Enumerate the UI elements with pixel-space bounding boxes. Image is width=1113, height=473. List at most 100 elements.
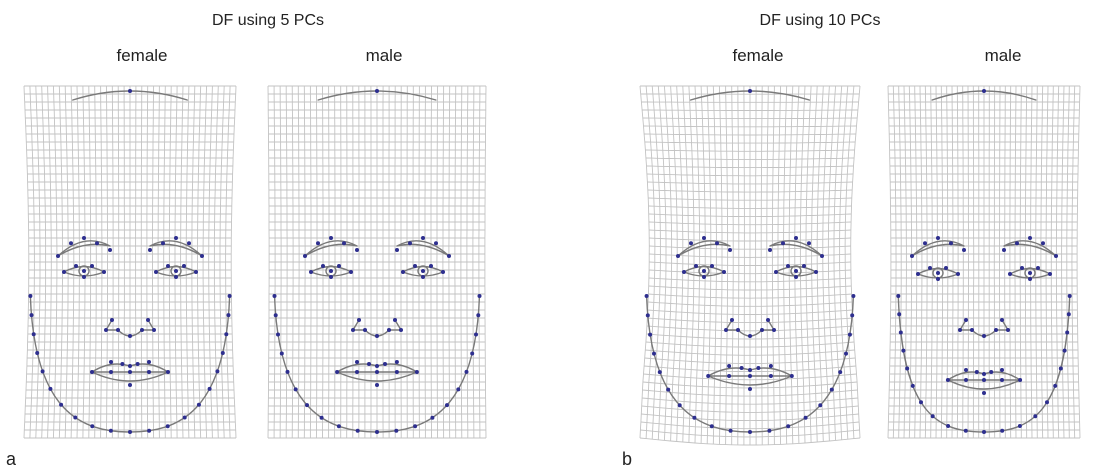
landmark-point bbox=[335, 370, 340, 374]
landmark-point bbox=[148, 248, 152, 252]
landmark-point bbox=[989, 370, 994, 374]
landmark-point bbox=[220, 351, 225, 355]
landmark-point bbox=[413, 424, 418, 429]
landmark-point bbox=[1017, 424, 1022, 428]
landmark-point bbox=[329, 236, 333, 240]
landmark-point bbox=[59, 402, 64, 407]
landmark-point bbox=[305, 403, 309, 408]
landmark-point bbox=[958, 328, 962, 332]
landmark-point bbox=[421, 236, 425, 240]
landmark-point bbox=[430, 415, 435, 420]
landmark-point bbox=[919, 400, 923, 405]
landmark-point bbox=[102, 270, 106, 274]
landmark-point bbox=[748, 374, 752, 378]
landmark-point bbox=[794, 269, 798, 273]
landmark-point bbox=[772, 328, 776, 332]
landmark-point bbox=[146, 318, 150, 322]
landmark-point bbox=[196, 402, 201, 407]
landmark-point bbox=[774, 270, 778, 274]
landmark-point bbox=[147, 428, 152, 433]
landmark-point bbox=[794, 275, 798, 279]
landmark-point bbox=[689, 241, 693, 246]
landmark-point bbox=[748, 368, 752, 372]
landmark-point bbox=[916, 272, 920, 276]
panel-b-male-label: male bbox=[984, 46, 1022, 65]
landmark-point bbox=[152, 328, 156, 332]
landmark-point bbox=[303, 254, 307, 258]
landmark-point bbox=[727, 374, 732, 378]
landmark-point bbox=[722, 270, 726, 274]
landmark-point bbox=[279, 351, 284, 356]
landmark-point bbox=[964, 378, 968, 382]
landmark-point bbox=[194, 270, 198, 274]
landmark-point bbox=[174, 275, 178, 279]
landmark-point bbox=[794, 236, 798, 240]
landmark-point bbox=[982, 334, 986, 338]
panel-b-female-label: female bbox=[732, 46, 784, 65]
landmark-point bbox=[1045, 400, 1049, 405]
landmark-point bbox=[748, 387, 752, 391]
landmark-point bbox=[421, 269, 425, 273]
landmark-point bbox=[182, 264, 186, 268]
landmark-point bbox=[829, 387, 834, 392]
landmark-point bbox=[802, 264, 806, 268]
landmark-point bbox=[1065, 330, 1070, 335]
eyebrow bbox=[304, 240, 358, 257]
landmark-point bbox=[445, 403, 449, 408]
landmark-point bbox=[974, 370, 979, 374]
landmark-point bbox=[342, 241, 346, 246]
landmark-point bbox=[375, 370, 379, 374]
landmark-point bbox=[456, 387, 461, 392]
landmark-point bbox=[351, 328, 355, 332]
panel-a-label: a bbox=[6, 449, 17, 469]
eyebrow bbox=[911, 240, 965, 257]
landmark-point bbox=[82, 269, 86, 273]
landmark-point bbox=[910, 254, 914, 258]
landmark-point bbox=[40, 369, 45, 374]
landmark-point bbox=[657, 370, 662, 375]
landmark-point bbox=[702, 275, 706, 279]
landmark-point bbox=[316, 241, 320, 246]
landmark-point bbox=[154, 270, 158, 274]
landmark-point bbox=[702, 236, 706, 240]
landmark-point bbox=[949, 241, 953, 246]
landmark-point bbox=[644, 294, 649, 298]
landmark-point bbox=[215, 369, 220, 374]
landmark-point bbox=[401, 270, 405, 274]
landmark-point bbox=[174, 269, 178, 273]
landmark-point bbox=[1008, 272, 1012, 276]
deformation-grid bbox=[639, 85, 861, 446]
landmark-point bbox=[964, 368, 968, 372]
landmark-point bbox=[285, 369, 290, 374]
landmark-point bbox=[897, 312, 902, 317]
landmark-point bbox=[1000, 368, 1004, 372]
landmark-point bbox=[901, 348, 906, 353]
landmark-point bbox=[74, 264, 78, 268]
landmark-point bbox=[227, 294, 232, 298]
landmark-point bbox=[393, 318, 397, 322]
landmark-point bbox=[128, 364, 132, 368]
landmark-point bbox=[710, 264, 714, 268]
landmark-point bbox=[786, 424, 791, 429]
eyebrow bbox=[677, 240, 731, 257]
landmark-point bbox=[982, 89, 986, 93]
landmark-point bbox=[692, 415, 697, 420]
landmark-point bbox=[677, 403, 682, 408]
landmark-point bbox=[936, 271, 940, 275]
landmark-point bbox=[739, 366, 744, 370]
landmark-point bbox=[768, 374, 773, 378]
landmark-point bbox=[648, 332, 653, 337]
landmark-point bbox=[357, 318, 361, 322]
landmark-point bbox=[394, 370, 399, 374]
landmark-point bbox=[1041, 241, 1045, 246]
landmark-point bbox=[187, 241, 191, 246]
face-grid-male-10pcs bbox=[887, 85, 1113, 446]
landmark-point bbox=[923, 241, 927, 246]
landmark-point bbox=[1054, 254, 1058, 258]
facial-landmarks bbox=[644, 89, 856, 434]
landmark-point bbox=[748, 430, 752, 434]
eyebrow bbox=[1003, 240, 1057, 257]
landmark-point bbox=[1002, 248, 1006, 252]
landmark-point bbox=[905, 366, 910, 371]
landmark-point bbox=[182, 415, 187, 420]
